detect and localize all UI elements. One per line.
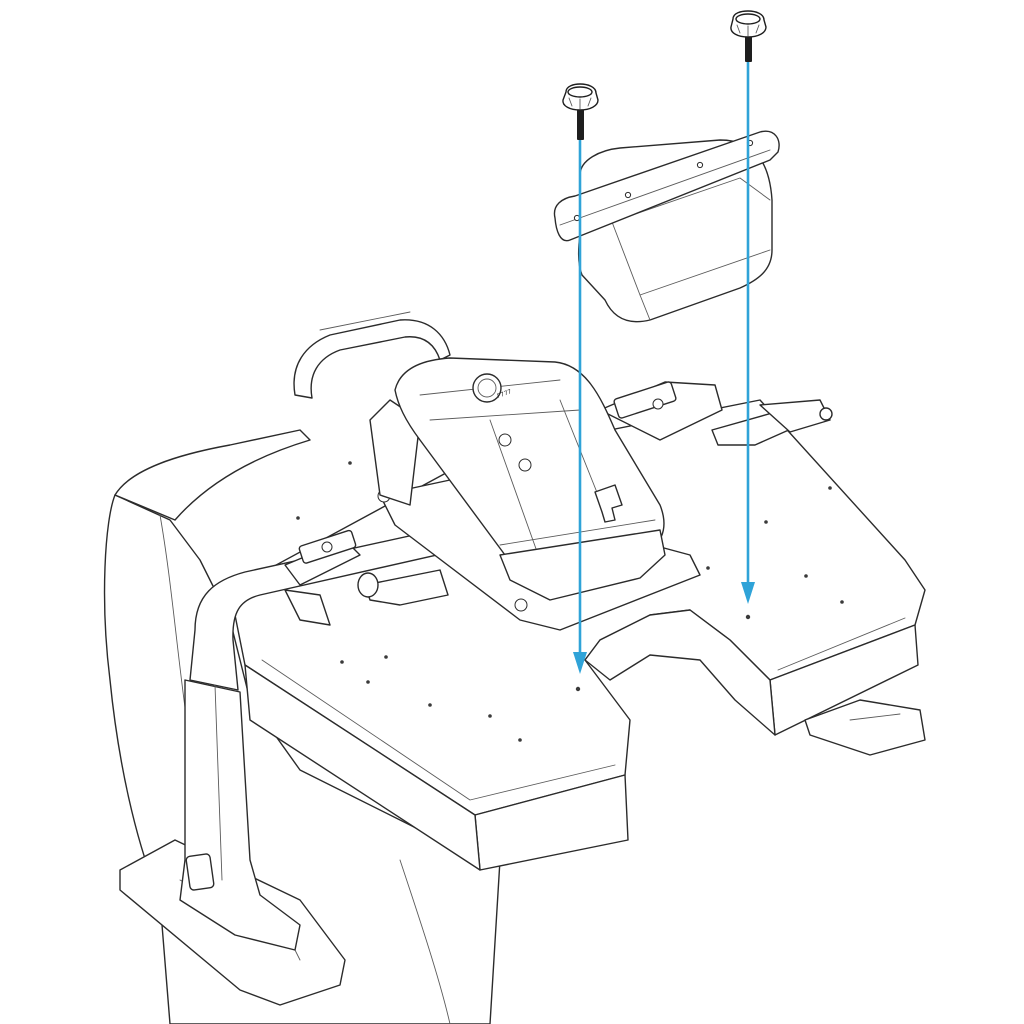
mounting-bracket bbox=[553, 130, 780, 323]
arrow-right-head bbox=[741, 582, 755, 604]
surface-holes bbox=[296, 461, 844, 742]
knob-screw-right bbox=[730, 10, 767, 62]
central-housing: F777 bbox=[369, 357, 701, 631]
left-clamp bbox=[284, 529, 449, 626]
rear-strap bbox=[293, 311, 451, 399]
knob-screw-left bbox=[562, 83, 599, 140]
arrow-left-head bbox=[573, 652, 587, 674]
embossed-label: F777 bbox=[496, 388, 513, 400]
assembly-arrows bbox=[573, 62, 755, 674]
right-clamp bbox=[599, 381, 833, 446]
